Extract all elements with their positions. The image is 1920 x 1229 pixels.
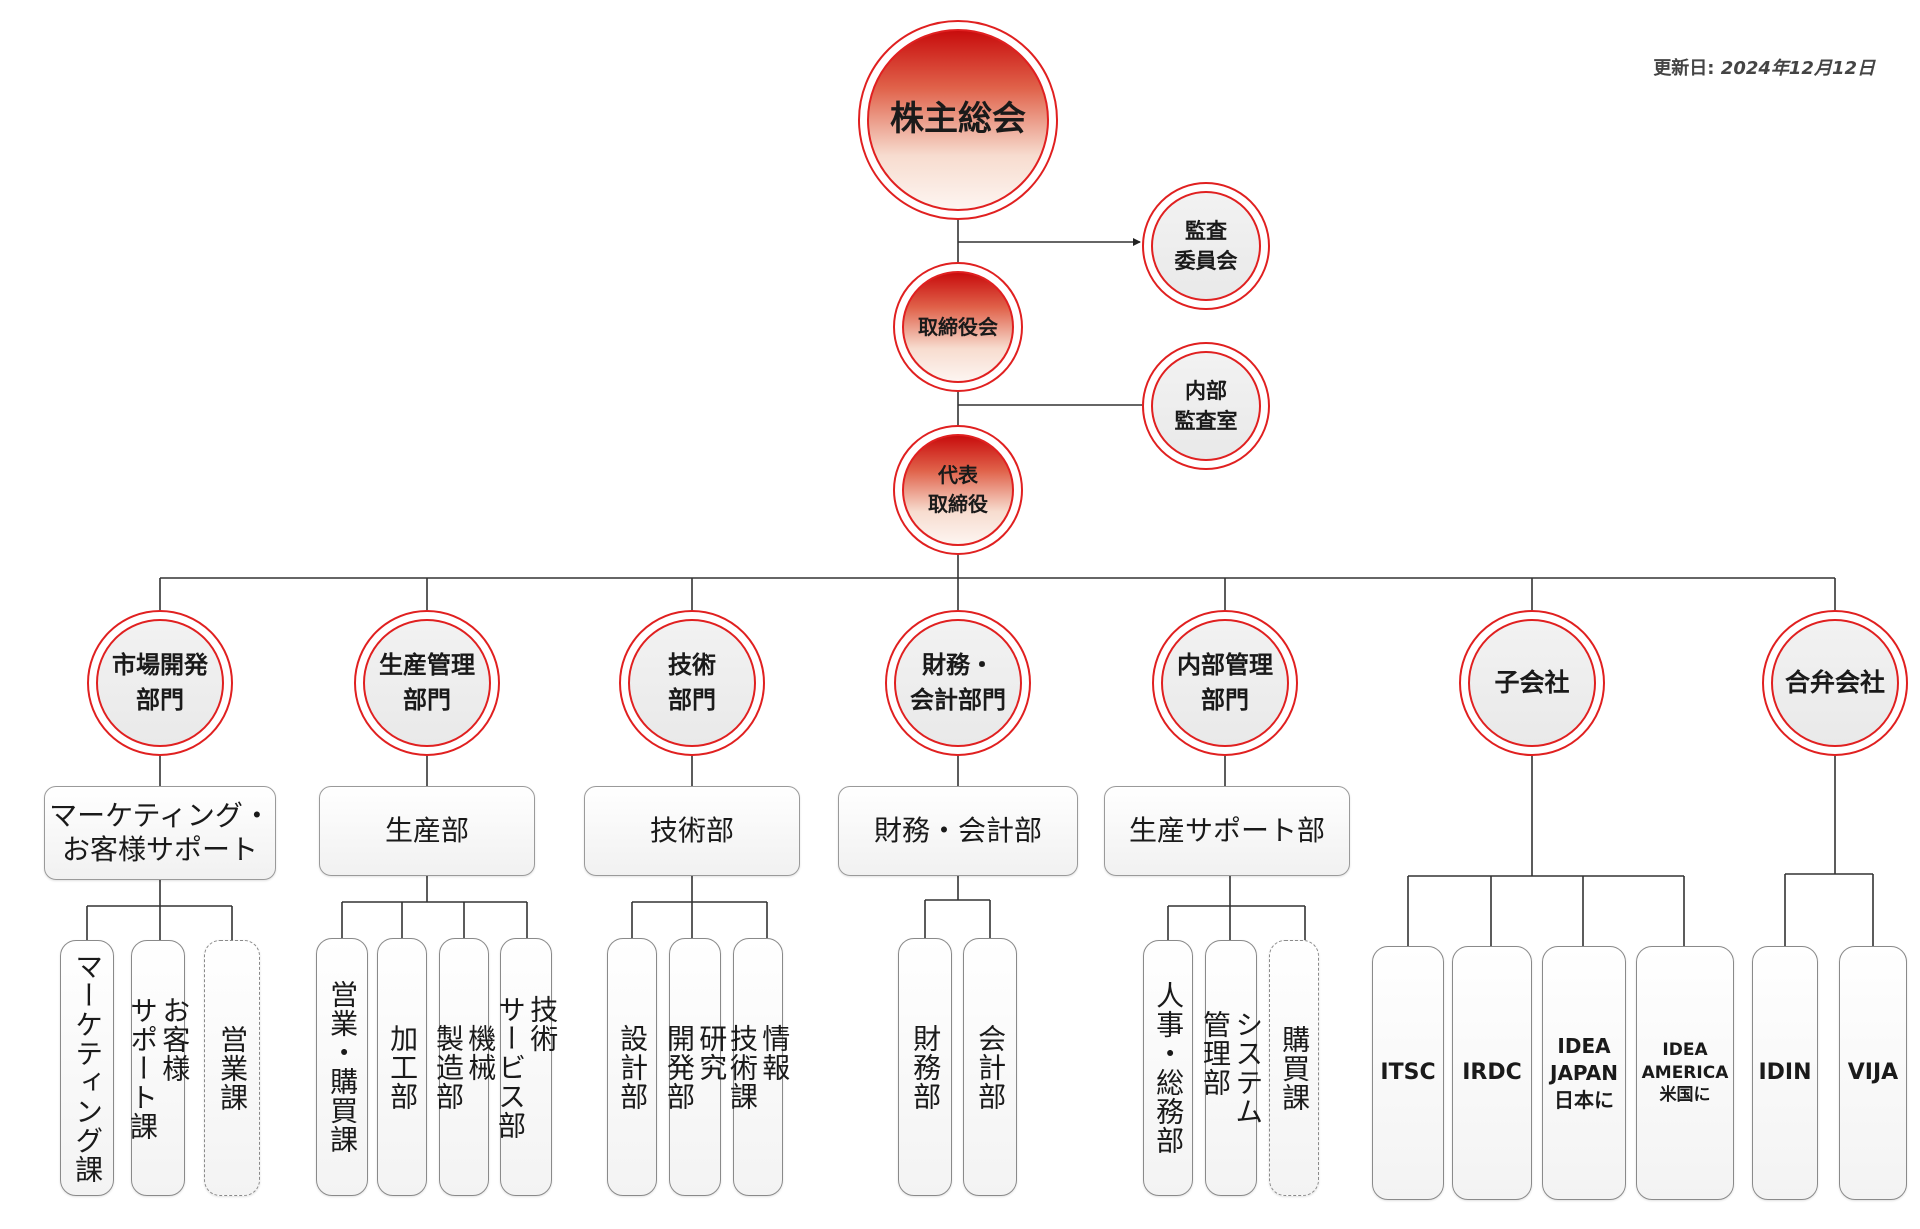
subsidiary-irdc[interactable]: IRDC [1452, 946, 1532, 1200]
unit-design[interactable]: 設計部 [607, 938, 657, 1196]
shareholders-meeting-node[interactable]: 株主総会 [858, 20, 1058, 220]
shareholders-meeting-label: 株主総会 [867, 29, 1049, 211]
unit-system-management[interactable]: システム 管理部 [1199, 940, 1264, 1196]
dept-finance-accounting-label: 財務・ 会計部門 [894, 619, 1022, 747]
dept-market-development[interactable]: 市場開発 部門 [87, 610, 233, 756]
unit-system-management-label: システム 管理部 [1199, 1010, 1265, 1126]
division-finance-accounting[interactable]: 財務・会計部 [838, 786, 1078, 876]
jv-idin[interactable]: IDIN [1752, 946, 1818, 1200]
dept-market-development-label: 市場開発 部門 [96, 619, 224, 747]
unit-purchasing-label: 購買課 [1278, 1024, 1312, 1112]
dept-subsidiaries-label: 子会社 [1468, 619, 1596, 747]
dept-joint-ventures[interactable]: 合弁会社 [1762, 610, 1908, 756]
dept-finance-accounting[interactable]: 財務・ 会計部門 [885, 610, 1031, 756]
unit-machine-manufacturing-label: 機械 製造部 [432, 1023, 498, 1111]
dept-production-management-label: 生産管理 部門 [363, 619, 491, 747]
subsidiary-itsc[interactable]: ITSC [1372, 946, 1444, 1200]
subsidiary-idea-japan[interactable]: IDEA JAPAN 日本に [1542, 946, 1626, 1200]
unit-sales-label: 営業課 [216, 1024, 250, 1112]
audit-committee-node[interactable]: 監査 委員会 [1142, 182, 1270, 310]
update-date-value: 2024年12月12日 [1720, 58, 1875, 79]
dept-technology[interactable]: 技術 部門 [619, 610, 765, 756]
unit-sales-purchasing[interactable]: 営業・購買課 [316, 938, 368, 1196]
unit-finance-label: 財務部 [909, 1023, 943, 1111]
subsidiary-irdc-label: IRDC [1462, 1060, 1522, 1086]
unit-machine-manufacturing[interactable]: 機械 製造部 [432, 938, 497, 1196]
unit-technical-service-label: 技術 サービス部 [494, 994, 560, 1140]
unit-processing[interactable]: 加工部 [377, 938, 427, 1196]
unit-it-label: 情報 技術課 [726, 1023, 792, 1111]
dept-internal-management[interactable]: 内部管理 部門 [1152, 610, 1298, 756]
unit-rnd-label: 研究 開発部 [663, 1023, 729, 1111]
audit-committee-label: 監査 委員会 [1151, 191, 1261, 301]
division-production-support[interactable]: 生産サポート部 [1104, 786, 1350, 876]
dept-internal-management-label: 内部管理 部門 [1161, 619, 1289, 747]
unit-customer-support-label: お客様 サポート課 [126, 995, 192, 1141]
dept-joint-ventures-label: 合弁会社 [1771, 619, 1899, 747]
unit-hr-general-affairs[interactable]: 人事・総務部 [1143, 940, 1193, 1196]
update-date: 更新日: 2024年12月12日 [1653, 54, 1875, 80]
unit-marketing[interactable]: マーケティング課 [60, 940, 114, 1196]
dept-production-management[interactable]: 生産管理 部門 [354, 610, 500, 756]
board-node[interactable]: 取締役会 [893, 262, 1023, 392]
unit-accounting-label: 会計部 [974, 1023, 1008, 1111]
unit-processing-label: 加工部 [386, 1023, 420, 1111]
dept-subsidiaries[interactable]: 子会社 [1459, 610, 1605, 756]
internal-audit-label: 内部 監査室 [1151, 351, 1261, 461]
update-date-label: 更新日: [1653, 58, 1715, 79]
internal-audit-node[interactable]: 内部 監査室 [1142, 342, 1270, 470]
dept-technology-label: 技術 部門 [628, 619, 756, 747]
unit-finance[interactable]: 財務部 [898, 938, 952, 1196]
ceo-label: 代表 取締役 [902, 434, 1014, 546]
division-production[interactable]: 生産部 [319, 786, 535, 876]
unit-design-label: 設計部 [616, 1023, 650, 1111]
ceo-node[interactable]: 代表 取締役 [893, 425, 1023, 555]
unit-rnd[interactable]: 研究 開発部 [663, 938, 728, 1196]
unit-marketing-label: マーケティング課 [71, 952, 105, 1184]
unit-it[interactable]: 情報 技術課 [726, 938, 791, 1196]
unit-customer-support[interactable]: お客様 サポート課 [126, 940, 191, 1196]
board-label: 取締役会 [902, 271, 1014, 383]
subsidiary-idea-japan-label: IDEA JAPAN 日本に [1550, 1033, 1618, 1112]
division-marketing-support[interactable]: マーケティング・ お客様サポート [44, 786, 276, 880]
unit-hr-general-affairs-label: 人事・総務部 [1152, 981, 1186, 1155]
jv-vija-label: VIJA [1847, 1060, 1899, 1086]
unit-purchasing[interactable]: 購買課 [1269, 940, 1319, 1196]
unit-accounting[interactable]: 会計部 [963, 938, 1017, 1196]
unit-sales-purchasing-label: 営業・購買課 [326, 980, 360, 1154]
subsidiary-itsc-label: ITSC [1380, 1060, 1436, 1086]
unit-technical-service[interactable]: 技術 サービス部 [494, 938, 559, 1196]
subsidiary-idea-america-label: IDEA AMERICA 米国に [1641, 1039, 1729, 1106]
unit-sales[interactable]: 営業課 [204, 940, 260, 1196]
jv-vija[interactable]: VIJA [1839, 946, 1907, 1200]
jv-idin-label: IDIN [1758, 1060, 1812, 1086]
division-technology[interactable]: 技術部 [584, 786, 800, 876]
subsidiary-idea-america[interactable]: IDEA AMERICA 米国に [1636, 946, 1734, 1200]
